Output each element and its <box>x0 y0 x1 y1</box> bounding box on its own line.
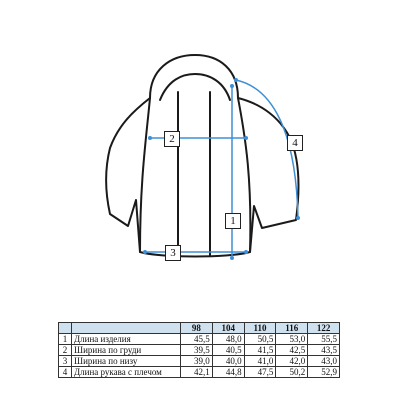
row-value: 40,0 <box>211 355 245 367</box>
header-cell <box>58 322 72 334</box>
row-value: 43,0 <box>307 355 340 367</box>
header-cell <box>71 322 181 334</box>
row-measure-name: Ширина по груди <box>71 344 181 356</box>
row-value: 39,5 <box>180 344 213 356</box>
row-value: 48,0 <box>211 333 245 345</box>
row-value: 44,8 <box>211 366 245 378</box>
marker-3: 3 <box>165 245 181 261</box>
header-size-98: 98 <box>180 322 213 334</box>
marker-1: 1 <box>225 213 241 229</box>
jacket-diagram <box>105 54 300 260</box>
row-value: 43,5 <box>307 344 340 356</box>
row-value: 50,2 <box>275 366 309 378</box>
row-number: 2 <box>58 344 72 356</box>
table-row: 3 Ширина по низу 39,0 40,0 41,0 42,0 43,… <box>58 355 340 367</box>
row-value: 52,9 <box>307 366 340 378</box>
header-size-122: 122 <box>307 322 340 334</box>
row-number: 4 <box>58 366 72 378</box>
row-value: 41,0 <box>243 355 277 367</box>
row-value: 42,5 <box>275 344 309 356</box>
row-measure-name: Длина рукава с плечом <box>71 366 181 378</box>
row-measure-name: Длина изделия <box>71 333 181 345</box>
table-header-row: 98 104 110 116 122 <box>58 322 340 334</box>
header-size-116: 116 <box>275 322 309 334</box>
row-number: 1 <box>58 333 72 345</box>
row-value: 45,5 <box>180 333 213 345</box>
measurement-endpoints <box>143 78 300 260</box>
marker-4: 4 <box>287 135 303 151</box>
row-value: 50,5 <box>243 333 277 345</box>
table-row: 4 Длина рукава с плечом 42,1 44,8 47,5 5… <box>58 366 340 378</box>
row-value: 47,5 <box>243 366 277 378</box>
size-table: 98 104 110 116 122 1 Длина изделия 45,5 … <box>58 322 340 378</box>
row-number: 3 <box>58 355 72 367</box>
row-value: 42,0 <box>275 355 309 367</box>
row-value: 39,0 <box>180 355 213 367</box>
row-value: 40,5 <box>211 344 245 356</box>
header-size-104: 104 <box>211 322 245 334</box>
table-row: 1 Длина изделия 45,5 48,0 50,5 53,0 55,5 <box>58 333 340 345</box>
header-size-110: 110 <box>243 322 277 334</box>
row-value: 42,1 <box>180 366 213 378</box>
row-measure-name: Ширина по низу <box>71 355 181 367</box>
row-value: 41,5 <box>243 344 277 356</box>
sleeve-length-line <box>235 79 299 219</box>
row-value: 53,0 <box>275 333 309 345</box>
row-value: 55,5 <box>307 333 340 345</box>
jacket-outline <box>105 54 300 258</box>
table-row: 2 Ширина по груди 39,5 40,5 41,5 42,5 43… <box>58 344 340 356</box>
measurement-lines <box>145 79 299 258</box>
marker-2: 2 <box>164 131 180 147</box>
